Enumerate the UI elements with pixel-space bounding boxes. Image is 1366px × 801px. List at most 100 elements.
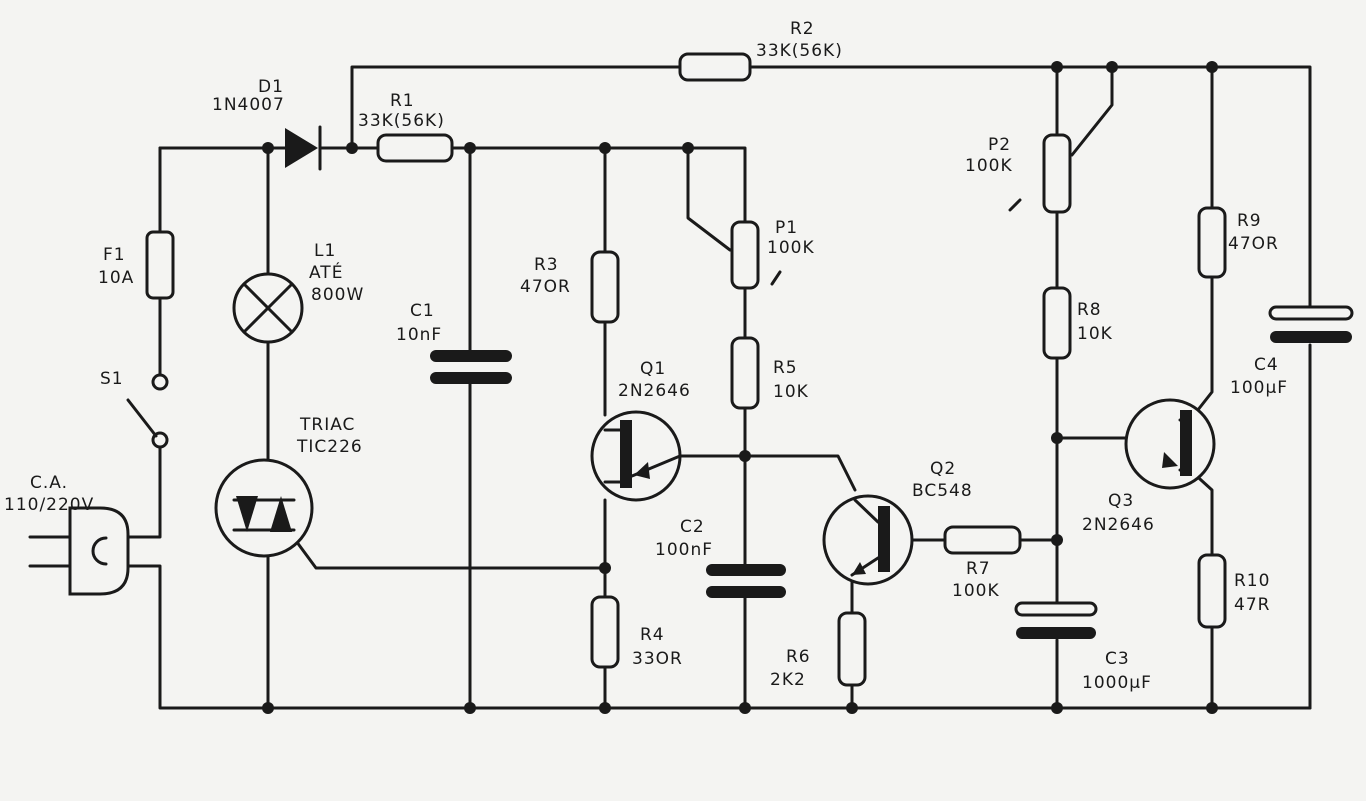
l1-value: ATÉ bbox=[309, 261, 343, 283]
wire-triac-gate bbox=[286, 528, 607, 570]
p1-value: 100K bbox=[767, 238, 815, 258]
capacitor-c4-symbol bbox=[1268, 305, 1354, 343]
pot-p2-symbol bbox=[1008, 133, 1072, 214]
junction bbox=[739, 702, 751, 714]
wires bbox=[126, 65, 1312, 710]
junction bbox=[846, 702, 858, 714]
resistor-r3-symbol bbox=[590, 250, 620, 324]
r9-ref: R9 bbox=[1237, 211, 1262, 231]
junction bbox=[1051, 534, 1063, 546]
r5-ref: R5 bbox=[773, 358, 798, 378]
transistor-q1-symbol bbox=[590, 410, 682, 502]
r3-value: 47OR bbox=[520, 277, 571, 297]
wire-second-rail bbox=[158, 146, 747, 224]
c4-value: 100µF bbox=[1230, 378, 1288, 398]
r7-ref: R7 bbox=[966, 559, 991, 579]
pot-p1-symbol bbox=[730, 220, 782, 290]
l1-ref: L1 bbox=[314, 241, 336, 261]
c3-ref: C3 bbox=[1105, 649, 1130, 669]
c1-ref: C1 bbox=[410, 301, 435, 321]
wire-p2-wiper bbox=[1070, 65, 1114, 157]
transistor-q2-symbol bbox=[822, 494, 914, 586]
wire-switch-to-plug bbox=[126, 436, 162, 539]
s1-ref: S1 bbox=[100, 369, 124, 389]
r4-ref: R4 bbox=[640, 625, 665, 645]
capacitor-c2-symbol bbox=[706, 564, 786, 598]
capacitor-c3-symbol bbox=[1014, 601, 1098, 639]
r2-ref: R2 bbox=[790, 19, 815, 39]
resistor-r5-symbol bbox=[730, 336, 760, 410]
ca-value: 110/220V bbox=[4, 495, 94, 515]
r8-ref: R8 bbox=[1077, 300, 1102, 320]
capacitor-c1-symbol bbox=[430, 350, 512, 384]
resistor-r10-symbol bbox=[1197, 553, 1227, 629]
c2-value: 100nF bbox=[655, 540, 713, 560]
r6-ref: R6 bbox=[786, 647, 811, 667]
junction bbox=[599, 562, 611, 574]
wire-plug-bottom bbox=[126, 564, 1312, 710]
lamp-l1-icon bbox=[232, 272, 304, 344]
junctions bbox=[262, 61, 1218, 714]
diode-d1-symbol bbox=[285, 125, 322, 171]
ca-ref: C.A. bbox=[30, 473, 68, 493]
junction bbox=[1051, 61, 1063, 73]
switch-s1-symbol bbox=[126, 373, 169, 449]
junction bbox=[599, 702, 611, 714]
l1-value2: 800W bbox=[311, 285, 364, 305]
d1-ref: D1 bbox=[258, 77, 284, 97]
junction bbox=[1051, 702, 1063, 714]
f1-value: 10A bbox=[98, 268, 134, 288]
junction bbox=[346, 142, 358, 154]
junction bbox=[1106, 61, 1118, 73]
r6-value: 2K2 bbox=[770, 670, 806, 690]
q1-value: 2N2646 bbox=[618, 381, 691, 401]
p1-ref: P1 bbox=[775, 218, 798, 238]
resistor-r6-symbol bbox=[837, 611, 867, 687]
wire-p1-wiper bbox=[686, 146, 732, 252]
resistor-r2-symbol bbox=[678, 52, 752, 82]
triac-symbol bbox=[214, 458, 314, 558]
r10-value: 47R bbox=[1234, 595, 1270, 615]
r10-ref: R10 bbox=[1234, 571, 1270, 591]
c1-value: 10nF bbox=[396, 325, 442, 345]
c4-ref: C4 bbox=[1254, 355, 1279, 375]
r8-value: 10K bbox=[1077, 324, 1113, 344]
r4-value: 33OR bbox=[632, 649, 683, 669]
resistor-r9-symbol bbox=[1197, 206, 1227, 279]
q3-value: 2N2646 bbox=[1082, 515, 1155, 535]
plug-icon bbox=[28, 506, 130, 596]
q2-value: BC548 bbox=[912, 481, 973, 501]
q1-ref: Q1 bbox=[640, 359, 666, 379]
r1-ref: R1 bbox=[390, 91, 415, 111]
q3-ref: Q3 bbox=[1108, 491, 1134, 511]
junction bbox=[599, 142, 611, 154]
wire-q1-emitter bbox=[678, 454, 857, 492]
triac-value: TIC226 bbox=[296, 437, 363, 457]
fuse-f1-symbol bbox=[145, 230, 175, 300]
p2-value: 100K bbox=[965, 156, 1013, 176]
junction bbox=[1206, 702, 1218, 714]
q2-ref: Q2 bbox=[930, 459, 956, 479]
junction bbox=[464, 702, 476, 714]
r9-value: 47OR bbox=[1228, 234, 1279, 254]
resistor-r8-symbol bbox=[1042, 286, 1072, 360]
c3-value: 1000µF bbox=[1082, 673, 1152, 693]
r5-value: 10K bbox=[773, 382, 809, 402]
wire-r2-line bbox=[350, 65, 1312, 312]
triac-ref: TRIAC bbox=[299, 415, 355, 435]
r7-value: 100K bbox=[952, 581, 1000, 601]
junction bbox=[262, 142, 274, 154]
junction bbox=[1206, 61, 1218, 73]
resistor-r1-symbol bbox=[376, 133, 454, 163]
f1-ref: F1 bbox=[103, 245, 126, 265]
r2-value: 33K(56K) bbox=[756, 41, 843, 61]
r3-ref: R3 bbox=[534, 255, 559, 275]
junction bbox=[682, 142, 694, 154]
junction bbox=[1051, 432, 1063, 444]
junction bbox=[464, 142, 476, 154]
resistor-r7-symbol bbox=[943, 525, 1022, 555]
junction bbox=[739, 450, 751, 462]
transistor-q3-symbol bbox=[1124, 398, 1216, 490]
d1-value: 1N4007 bbox=[212, 95, 285, 115]
